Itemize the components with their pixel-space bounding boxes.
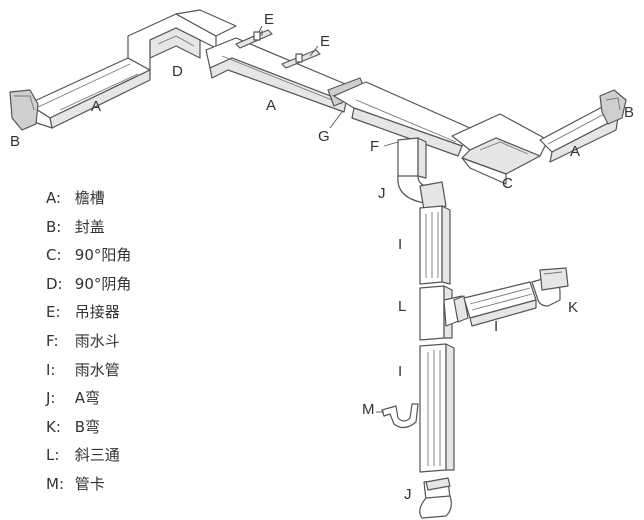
inside-corner [127, 9, 237, 71]
leader-lines [261, 30, 399, 413]
parts-legend: A: 檐槽 B: 封盖 C: 90°阳角 D: 90°阴角 E: 吊接器 F: … [46, 184, 131, 499]
callout-b-right: B [624, 104, 634, 121]
legend-item: A: 檐槽 [46, 184, 131, 213]
legend-label: A弯 [74, 389, 101, 408]
legend-code: L: [46, 446, 60, 465]
legend-code: F: [46, 331, 59, 350]
gutter-middle [205, 37, 351, 113]
legend-code: E: [46, 303, 61, 322]
callout-d: D [172, 63, 183, 80]
legend-item: B: 封盖 [46, 213, 131, 242]
pipe-clip [381, 403, 419, 429]
callout-l: L [398, 298, 406, 315]
branch-tee [419, 285, 469, 341]
legend-label: 雨水斗 [74, 331, 120, 350]
legend-code: B: [46, 217, 62, 236]
legend-item: E: 吊接器 [46, 298, 131, 327]
legend-code: D: [46, 274, 63, 293]
legend-label: B弯 [74, 417, 101, 436]
downpipe-upper [419, 205, 451, 285]
legend-code: C: [46, 246, 62, 265]
hanger-1 [235, 25, 273, 49]
callout-c: C [502, 175, 513, 192]
downpipe-lower [419, 343, 455, 473]
gutter-right-short [539, 105, 619, 163]
outlet-and-upper-elbow [397, 137, 447, 211]
elbow-a-bottom [419, 477, 452, 519]
legend-item: D: 90°阴角 [46, 270, 131, 299]
gutter-left [27, 57, 151, 129]
legend-item: K: B弯 [46, 413, 131, 442]
legend-item: L: 斜三通 [46, 441, 131, 470]
callout-j-top: J [378, 185, 386, 202]
legend-code: K: [46, 417, 61, 436]
end-cap-left [9, 89, 39, 131]
callout-m: M [362, 401, 375, 418]
callout-b-left: B [10, 133, 20, 150]
callout-g: G [318, 128, 330, 145]
callout-e-1: E [264, 11, 274, 28]
legend-code: I: [46, 360, 56, 379]
callout-a-middle: A [266, 97, 276, 114]
callout-i-lower: I [398, 363, 402, 380]
callout-e-2: E [320, 33, 330, 50]
outside-corner [451, 113, 549, 185]
legend-label: 吊接器 [74, 303, 120, 322]
callout-labels: A B D E E A G F C A B J I L I K I M J [10, 11, 634, 503]
legend-code: J: [46, 389, 56, 408]
elbow-b [531, 267, 569, 307]
legend-item: M: 管卡 [46, 470, 131, 499]
legend-item: J: A弯 [46, 384, 131, 413]
legend-label: 90°阴角 [74, 274, 132, 293]
legend-label: 90°阳角 [74, 246, 132, 265]
legend-item: I: 雨水管 [46, 356, 131, 385]
legend-code: A: [46, 189, 62, 207]
callout-i-upper: I [398, 236, 402, 253]
legend-label: 封盖 [74, 217, 105, 236]
callout-f: F [370, 138, 379, 155]
legend-label: 雨水管 [74, 360, 120, 379]
legend-label: 檐槽 [74, 189, 105, 207]
downpipe-branch [463, 281, 537, 327]
legend-label: 管卡 [74, 474, 105, 493]
legend-item: F: 雨水斗 [46, 327, 131, 356]
callout-i-branch: I [494, 318, 498, 335]
gutter-right-long [333, 81, 471, 157]
legend-item: C: 90°阳角 [46, 241, 131, 270]
callout-a-right: A [570, 143, 580, 160]
legend-label: 斜三通 [74, 446, 120, 465]
callout-k: K [568, 299, 578, 316]
legend-code: M: [46, 474, 64, 493]
end-cap-right [599, 89, 627, 125]
hanger-2 [281, 49, 321, 69]
callout-j-bottom: J [404, 486, 412, 503]
callout-a-left: A [91, 98, 101, 115]
